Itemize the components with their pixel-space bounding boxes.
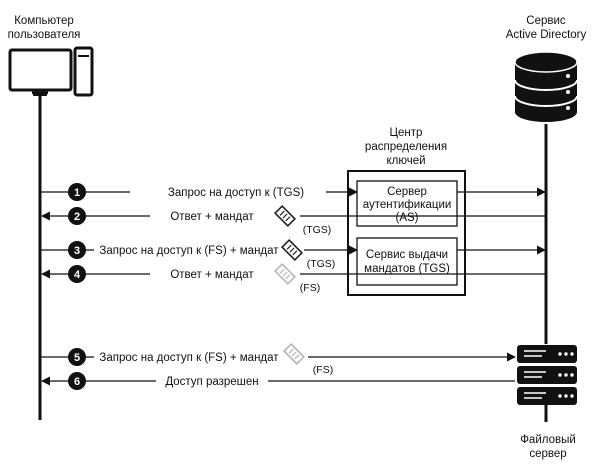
step-1: 1 Запрос на доступ к (TGS): [41, 183, 546, 201]
as-label-line1: Сервер: [387, 186, 427, 198]
step-3-ticket: (TGS): [307, 258, 336, 270]
step-4: 4 Ответ + мандат (FS): [41, 262, 545, 294]
client-computer-icon: [8, 46, 94, 97]
step-5-label: Запрос на доступ к (FS) + мандат: [99, 352, 279, 364]
step-6: 6 Доступ разрешен: [41, 372, 515, 390]
ad-label-line1: Сервис: [526, 15, 566, 27]
step-5-ticket: (FS): [313, 364, 333, 376]
step-6-number: 6: [74, 376, 80, 388]
database-icon: [514, 51, 578, 122]
file-server-icon: [517, 345, 577, 405]
step-4-ticket: (FS): [300, 282, 320, 294]
kdc-label-line1: Центр: [390, 127, 423, 139]
as-box: [356, 180, 458, 227]
ticket-icon: [273, 204, 297, 228]
tgs-label-line2: мандатов (TGS): [364, 263, 450, 275]
ticket-icon: [282, 342, 306, 366]
client-label-line1: Компьютер: [14, 15, 74, 27]
step-4-number: 4: [74, 269, 81, 281]
kdc-label-line3: ключей: [386, 155, 425, 167]
ticket-icon: [273, 262, 297, 286]
tgs-label-line1: Сервис выдачи: [366, 249, 448, 261]
tgs-box: [356, 237, 458, 286]
step-1-number: 1: [74, 187, 80, 199]
client-label-line2: пользователя: [8, 29, 81, 41]
step-1-label: Запрос на доступ к (TGS): [168, 187, 304, 199]
step-5: 5 Запрос на доступ к (FS) + мандат (FS): [41, 342, 516, 376]
step-4-label: Ответ + мандат: [170, 269, 254, 281]
step-3-label: Запрос на доступ к (FS) + мандат: [99, 245, 279, 257]
kdc-label-line2: распределения: [365, 141, 447, 153]
step-2-number: 2: [74, 211, 80, 223]
as-label-line2: аутентификации: [363, 199, 452, 211]
step-6-label: Доступ разрешен: [165, 376, 258, 388]
step-5-number: 5: [74, 352, 80, 364]
step-2-ticket: (TGS): [303, 224, 332, 236]
step-2: 2 Ответ + мандат (TGS): [41, 204, 545, 236]
step-2-label: Ответ + мандат: [170, 211, 254, 223]
ticket-icon: [280, 238, 304, 262]
fileserver-label-line2: сервер: [529, 448, 566, 460]
as-label-line3: (AS): [396, 212, 419, 224]
fileserver-label-line1: Файловый: [520, 434, 576, 446]
step-3: 3 Запрос на доступ к (FS) + мандат (TGS): [41, 238, 546, 270]
step-3-number: 3: [74, 245, 80, 257]
ad-label-line2: Active Directory: [506, 29, 587, 41]
